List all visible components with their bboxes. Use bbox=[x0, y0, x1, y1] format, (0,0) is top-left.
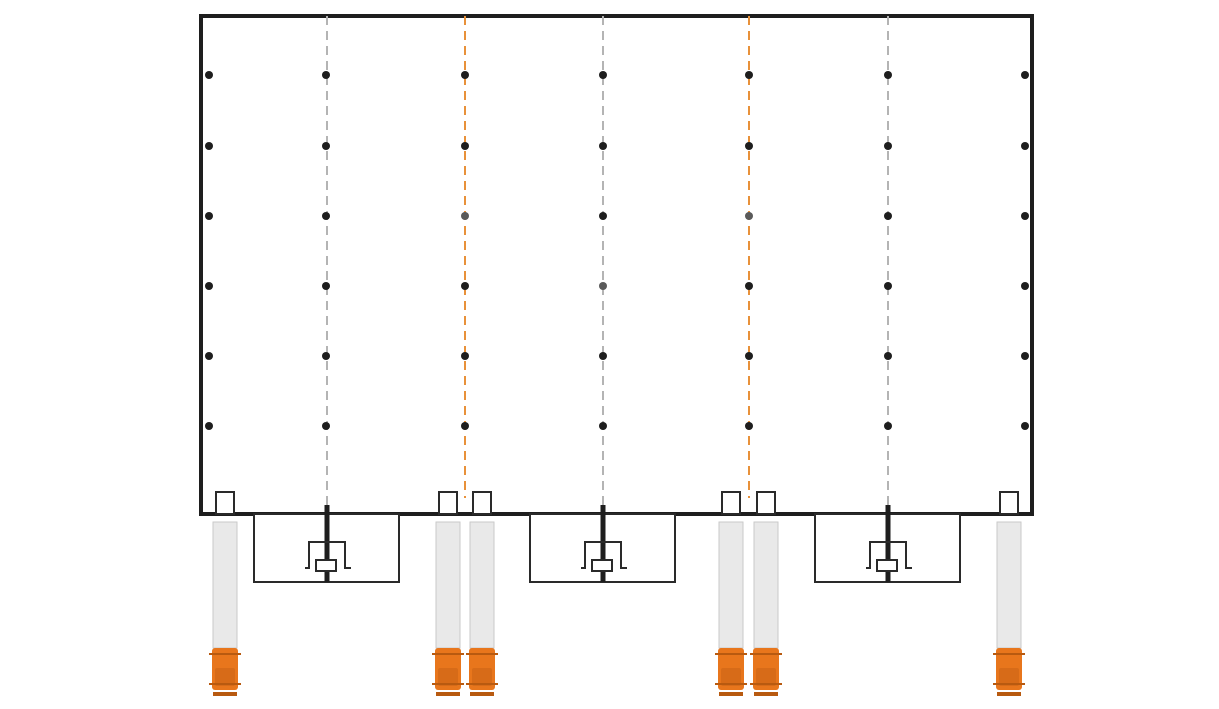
column-dot bbox=[884, 282, 892, 290]
semi-truck-icon bbox=[715, 521, 747, 696]
column-dot bbox=[745, 282, 753, 290]
column-dot bbox=[322, 71, 330, 79]
column-dot bbox=[884, 422, 892, 430]
column-dot bbox=[1021, 71, 1029, 79]
building-outline bbox=[199, 14, 1034, 516]
truck-cab-hood bbox=[438, 668, 458, 686]
column-dot bbox=[599, 142, 607, 150]
office-entrance-icon bbox=[305, 541, 351, 572]
column-dot bbox=[745, 422, 753, 430]
column-dot bbox=[745, 212, 753, 220]
truck-trailer bbox=[753, 521, 779, 649]
column-dot bbox=[884, 212, 892, 220]
column-dot bbox=[205, 282, 213, 290]
column-dot bbox=[884, 352, 892, 360]
office-2 bbox=[529, 505, 676, 583]
truck-cab bbox=[469, 648, 495, 690]
structural-columns bbox=[205, 71, 1029, 430]
parked-trucks bbox=[209, 521, 1025, 696]
truck-trailer bbox=[718, 521, 744, 649]
column-dot bbox=[745, 352, 753, 360]
office-entrance-icon bbox=[581, 541, 627, 572]
column-dot bbox=[599, 352, 607, 360]
column-dot bbox=[599, 212, 607, 220]
column-dot bbox=[1021, 282, 1029, 290]
column-dot bbox=[205, 422, 213, 430]
semi-truck-icon bbox=[750, 521, 782, 696]
column-dot bbox=[599, 282, 607, 290]
column-dot bbox=[1021, 352, 1029, 360]
truck-cab-hood bbox=[756, 668, 776, 686]
column-dot bbox=[461, 352, 469, 360]
truck-cab bbox=[718, 648, 744, 690]
loading-docks bbox=[215, 491, 1019, 515]
office-entrance-icon bbox=[866, 541, 912, 572]
column-dot bbox=[322, 422, 330, 430]
loading-dock-door-icon bbox=[215, 491, 235, 515]
loading-dock-door-icon bbox=[472, 491, 492, 515]
truck-bumper bbox=[213, 692, 237, 696]
truck-trailer bbox=[212, 521, 238, 649]
column-dot bbox=[322, 142, 330, 150]
truck-cab bbox=[435, 648, 461, 690]
loading-dock-door-icon bbox=[756, 491, 776, 515]
column-dot bbox=[461, 71, 469, 79]
truck-cab-hood bbox=[999, 668, 1019, 686]
truck-bumper bbox=[470, 692, 494, 696]
truck-cab-hood bbox=[721, 668, 741, 686]
column-dot bbox=[205, 142, 213, 150]
column-dot bbox=[461, 142, 469, 150]
loading-dock-door-icon bbox=[999, 491, 1019, 515]
column-dot bbox=[745, 142, 753, 150]
column-dot bbox=[599, 422, 607, 430]
column-dot bbox=[205, 212, 213, 220]
office-1 bbox=[253, 505, 400, 583]
column-dot bbox=[205, 71, 213, 79]
semi-truck-icon bbox=[209, 521, 241, 696]
truck-trailer bbox=[469, 521, 495, 649]
truck-cab-hood bbox=[215, 668, 235, 686]
column-dot bbox=[322, 212, 330, 220]
column-dot bbox=[322, 282, 330, 290]
semi-truck-icon bbox=[432, 521, 464, 696]
truck-bumper bbox=[436, 692, 460, 696]
semi-truck-icon bbox=[993, 521, 1025, 696]
column-dot bbox=[884, 71, 892, 79]
truck-bumper bbox=[754, 692, 778, 696]
column-dot bbox=[205, 352, 213, 360]
truck-trailer bbox=[435, 521, 461, 649]
column-dot bbox=[884, 142, 892, 150]
column-dot bbox=[461, 212, 469, 220]
truck-cab bbox=[996, 648, 1022, 690]
loading-dock-door-icon bbox=[721, 491, 741, 515]
truck-cab-hood bbox=[472, 668, 492, 686]
semi-truck-icon bbox=[466, 521, 498, 696]
column-dot bbox=[461, 422, 469, 430]
office-3 bbox=[814, 505, 961, 583]
column-dot bbox=[1021, 142, 1029, 150]
column-dot bbox=[745, 71, 753, 79]
truck-bumper bbox=[719, 692, 743, 696]
loading-dock-door-icon bbox=[438, 491, 458, 515]
column-dot bbox=[599, 71, 607, 79]
truck-bumper bbox=[997, 692, 1021, 696]
truck-cab bbox=[212, 648, 238, 690]
column-dot bbox=[322, 352, 330, 360]
truck-cab bbox=[753, 648, 779, 690]
column-dot bbox=[1021, 422, 1029, 430]
truck-trailer bbox=[996, 521, 1022, 649]
column-dot bbox=[1021, 212, 1029, 220]
column-dot bbox=[461, 282, 469, 290]
